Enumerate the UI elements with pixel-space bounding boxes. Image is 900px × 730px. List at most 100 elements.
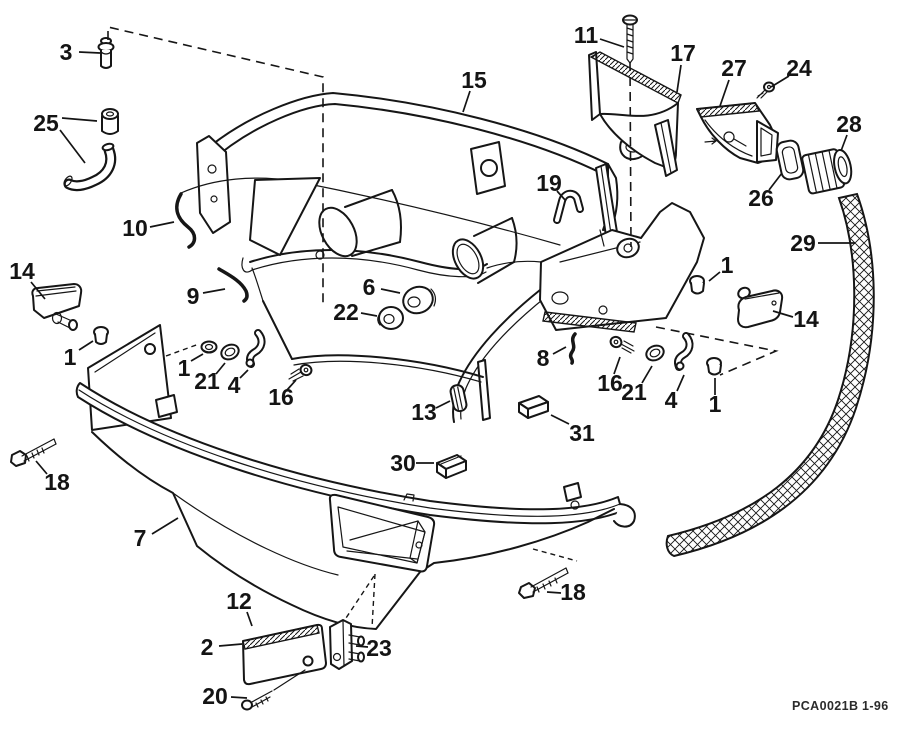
part-silencer-17 bbox=[588, 51, 682, 177]
part-water-hose-29 bbox=[665, 192, 875, 558]
part-clip-10 bbox=[175, 192, 197, 249]
callout-label-1: 1 bbox=[721, 252, 734, 278]
alignment-dashes bbox=[107, 25, 779, 629]
leader-line bbox=[61, 117, 98, 122]
callout-21-16: 21 bbox=[194, 362, 226, 394]
leader-line bbox=[355, 645, 369, 648]
part-washer-1-mid bbox=[200, 340, 218, 354]
leader-line bbox=[546, 591, 562, 594]
callout-label-19: 19 bbox=[536, 170, 562, 196]
callout-22-20: 22 bbox=[333, 299, 378, 325]
part-latch-14-right bbox=[737, 286, 784, 329]
callout-24-7: 24 bbox=[770, 55, 812, 88]
leader-line bbox=[719, 79, 730, 107]
callout-label-16: 16 bbox=[597, 370, 623, 396]
leader-line bbox=[190, 353, 204, 362]
part-washer-22 bbox=[377, 306, 404, 330]
callout-23-36: 23 bbox=[355, 635, 392, 661]
callout-3-0: 3 bbox=[60, 39, 101, 65]
callout-label-16: 16 bbox=[268, 384, 294, 410]
leader-line bbox=[151, 517, 179, 535]
callout-30-24: 30 bbox=[390, 450, 434, 476]
part-oring-21-left bbox=[220, 343, 240, 361]
callout-4-29: 4 bbox=[665, 374, 685, 413]
callout-19-11: 19 bbox=[536, 170, 567, 202]
callout-label-23: 23 bbox=[366, 635, 392, 661]
callout-label-25: 25 bbox=[33, 110, 59, 136]
part-screw-16-left bbox=[288, 363, 313, 382]
leader-line bbox=[202, 288, 226, 294]
callout-label-21: 21 bbox=[194, 368, 220, 394]
callout-13-22: 13 bbox=[411, 399, 451, 425]
leader-line bbox=[215, 362, 226, 375]
callout-16-18: 16 bbox=[268, 379, 297, 410]
leader-line bbox=[462, 90, 471, 113]
part-lower-cowl-7 bbox=[75, 324, 636, 630]
leader-line bbox=[552, 346, 567, 355]
callout-8-21: 8 bbox=[537, 345, 567, 371]
part-grommet-1-topright bbox=[689, 275, 705, 295]
callout-2-34: 2 bbox=[201, 634, 243, 660]
callout-label-21: 21 bbox=[621, 379, 647, 405]
part-grommet-1-left bbox=[93, 326, 109, 345]
leader-line bbox=[246, 611, 253, 627]
callout-label-9: 9 bbox=[187, 283, 200, 309]
callout-1-25: 1 bbox=[708, 252, 734, 282]
leader-line bbox=[218, 643, 243, 647]
part-bolt-18-left bbox=[10, 438, 57, 467]
callout-1-15: 1 bbox=[178, 353, 204, 381]
callout-17-5: 17 bbox=[670, 40, 696, 93]
callout-27-6: 27 bbox=[719, 55, 747, 107]
part-hook-4-right bbox=[674, 332, 694, 371]
callout-label-7: 7 bbox=[134, 525, 147, 551]
callout-1-14: 1 bbox=[64, 340, 94, 370]
leader-line bbox=[59, 129, 86, 164]
leader-line bbox=[770, 75, 790, 88]
part-screw-3 bbox=[97, 37, 115, 69]
callout-label-8: 8 bbox=[537, 345, 550, 371]
callout-label-14: 14 bbox=[793, 306, 819, 332]
part-screw-24 bbox=[756, 81, 775, 99]
callout-31-23: 31 bbox=[550, 414, 595, 446]
part-latch-14-left bbox=[31, 283, 83, 331]
part-screw-20 bbox=[241, 669, 306, 711]
part-side-support-bracket bbox=[486, 132, 705, 333]
part-bolt-18-right bbox=[518, 567, 569, 599]
callout-label-17: 17 bbox=[670, 40, 696, 66]
callout-11-4: 11 bbox=[574, 22, 625, 48]
callout-label-12: 12 bbox=[226, 588, 252, 614]
callout-label-1: 1 bbox=[64, 344, 77, 370]
callout-label-15: 15 bbox=[461, 67, 487, 93]
callout-21-28: 21 bbox=[621, 365, 653, 405]
callout-4-17: 4 bbox=[228, 369, 249, 398]
callout-1-30: 1 bbox=[709, 378, 722, 417]
callout-label-4: 4 bbox=[665, 387, 678, 413]
part-screw-16-right bbox=[609, 335, 635, 354]
leader-line bbox=[30, 281, 46, 300]
part-spacer-hose-25 bbox=[63, 108, 119, 192]
part-clip-9 bbox=[217, 267, 249, 303]
callout-12-33: 12 bbox=[226, 588, 253, 627]
leader-line bbox=[360, 312, 378, 317]
leader-line bbox=[556, 190, 567, 202]
part-clip-13 bbox=[449, 384, 468, 413]
callout-label-10: 10 bbox=[122, 215, 148, 241]
callout-14-26: 14 bbox=[772, 306, 819, 332]
callout-label-20: 20 bbox=[202, 683, 228, 709]
callout-18-31: 18 bbox=[35, 460, 70, 495]
part-grommet-6 bbox=[402, 285, 437, 315]
part-plate-2-seal-12 bbox=[242, 623, 327, 686]
part-hook-19 bbox=[553, 189, 584, 224]
leader-line bbox=[35, 460, 48, 475]
part-block-30 bbox=[436, 454, 467, 479]
callout-label-11: 11 bbox=[574, 22, 599, 48]
callout-label-4: 4 bbox=[228, 372, 241, 398]
callout-label-31: 31 bbox=[569, 420, 595, 446]
leader-line bbox=[641, 365, 653, 384]
callout-label-26: 26 bbox=[748, 185, 774, 211]
leader-line bbox=[78, 340, 94, 351]
leader-line bbox=[239, 369, 249, 379]
leader-line bbox=[768, 172, 783, 191]
